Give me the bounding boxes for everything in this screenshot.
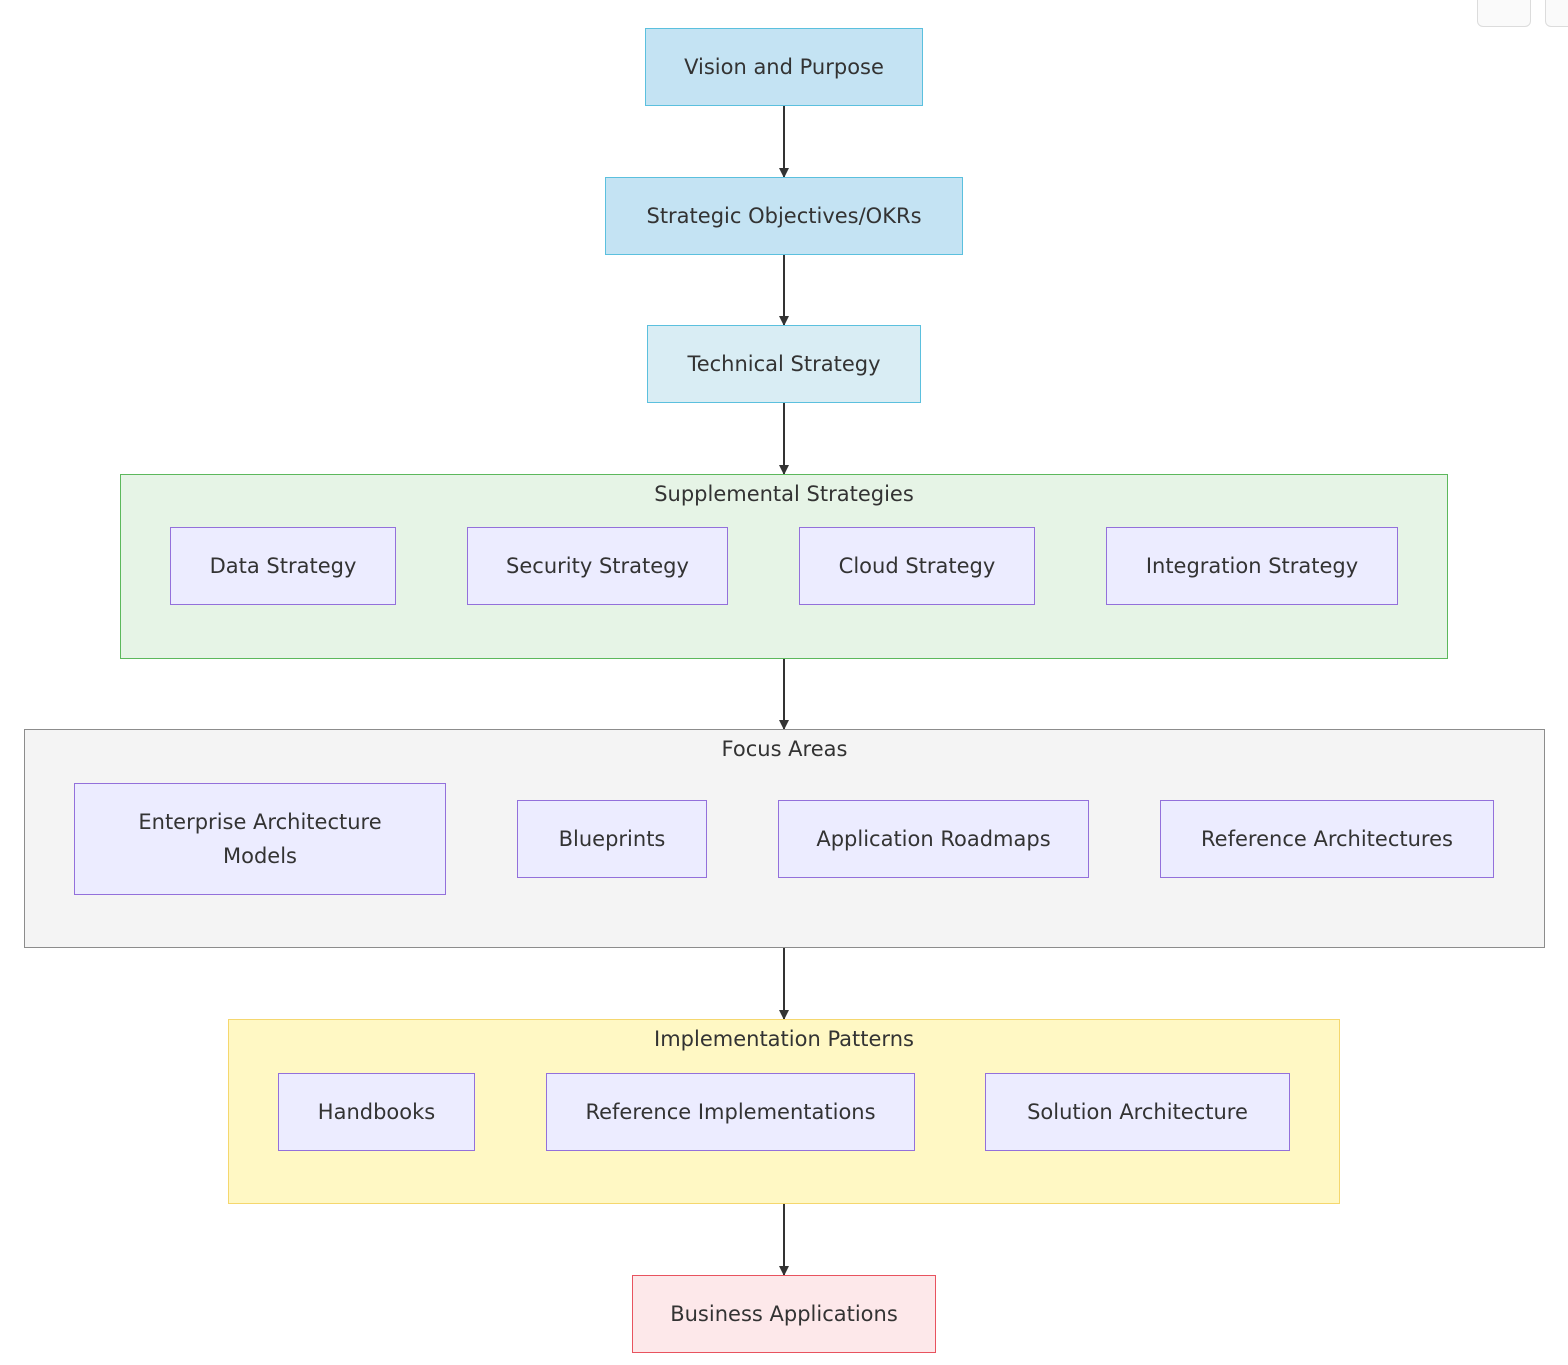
node-application-roadmaps[interactable]: Application Roadmaps — [778, 800, 1089, 878]
node-solution-architecture[interactable]: Solution Architecture — [985, 1073, 1290, 1151]
group-title-supplemental: Supplemental Strategies — [654, 482, 914, 506]
group-title-focus: Focus Areas — [721, 737, 848, 761]
node-blueprints[interactable]: Blueprints — [517, 800, 707, 878]
node-data-strategy[interactable]: Data Strategy — [170, 527, 396, 605]
node-vision-and-purpose[interactable]: Vision and Purpose — [645, 28, 923, 106]
node-integration-strategy[interactable]: Integration Strategy — [1106, 527, 1398, 605]
node-technical-strategy[interactable]: Technical Strategy — [647, 325, 921, 403]
node-enterprise-architecture-models[interactable]: Enterprise Architecture Models — [74, 783, 446, 895]
node-reference-architectures[interactable]: Reference Architectures — [1160, 800, 1494, 878]
corner-control-button-2[interactable] — [1545, 0, 1568, 27]
node-security-strategy[interactable]: Security Strategy — [467, 527, 728, 605]
node-business-applications[interactable]: Business Applications — [632, 1275, 936, 1353]
corner-control-button[interactable] — [1477, 0, 1531, 27]
node-cloud-strategy[interactable]: Cloud Strategy — [799, 527, 1035, 605]
node-strategic-objectives[interactable]: Strategic Objectives/OKRs — [605, 177, 963, 255]
group-title-implementation: Implementation Patterns — [654, 1027, 914, 1051]
node-reference-implementations[interactable]: Reference Implementations — [546, 1073, 915, 1151]
node-handbooks[interactable]: Handbooks — [278, 1073, 475, 1151]
